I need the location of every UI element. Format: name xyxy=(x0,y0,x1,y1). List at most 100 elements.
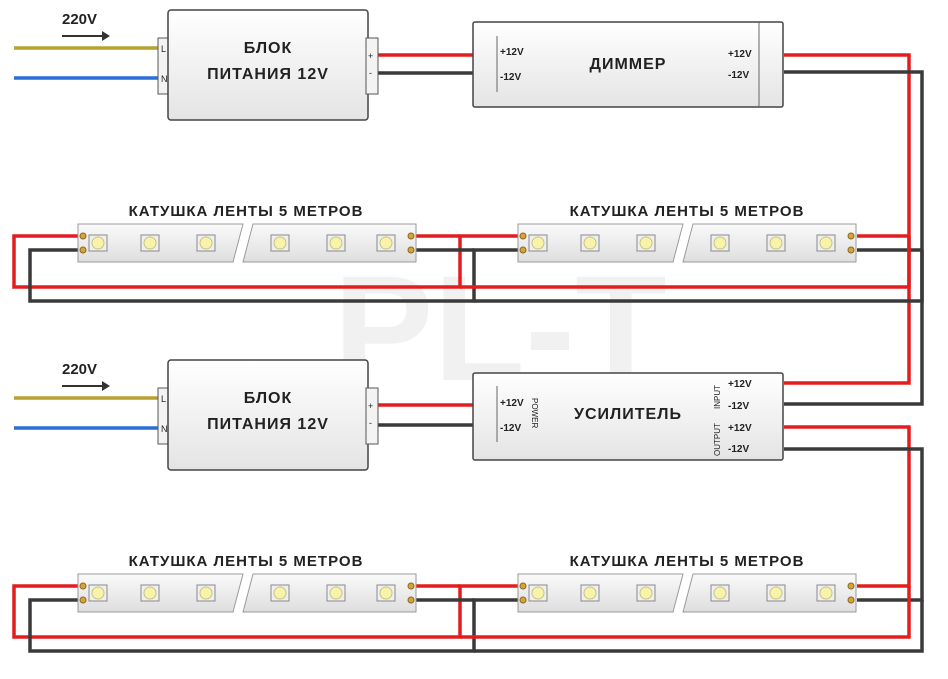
strip-row2-left-led-4 xyxy=(270,584,290,602)
dimmer-out-plus: +12V xyxy=(728,49,752,60)
terminal-plus: + xyxy=(368,401,373,411)
arrow-head-icon xyxy=(102,381,110,391)
row1-left-loop-negative xyxy=(28,248,518,303)
amp-input-minus: -12V xyxy=(728,401,749,412)
strip-row2-left-led-6 xyxy=(376,584,396,602)
power-supply-bottom: L N + - БЛОК ПИТАНИЯ 12V xyxy=(157,359,379,471)
row1-bus-positive xyxy=(460,236,911,289)
amp-input-plus: +12V xyxy=(728,379,752,390)
dimmer-out-negative xyxy=(784,70,924,406)
strip-row1-left-pad-plus-left xyxy=(79,232,87,240)
wires xyxy=(12,46,924,653)
strip-row2-right-led-6 xyxy=(816,584,836,602)
strip-row2-left-led-1 xyxy=(88,584,108,602)
strip-row2-right-led-4 xyxy=(710,584,730,602)
strip-row1-right-led-4 xyxy=(710,234,730,252)
amp-out-negative xyxy=(784,447,924,602)
terminal-n: N xyxy=(161,424,168,434)
strip-label-row1-right: КАТУШКА ЛЕНТЫ 5 МЕТРОВ xyxy=(570,203,805,220)
strip-row1-right-pad-plus-right xyxy=(847,232,855,240)
terminal-plus: + xyxy=(368,51,373,61)
amp-power-plus: +12V xyxy=(500,398,524,409)
terminal-minus: - xyxy=(369,68,372,78)
strip-row1-right-segment-1 xyxy=(517,223,684,263)
mains-label-bottom: 220V xyxy=(62,361,110,391)
amp-output-minus: -12V xyxy=(728,444,749,455)
strip-row2-left-pad-plus-right xyxy=(407,582,415,590)
led-strips xyxy=(77,223,857,613)
strip-row2-left-pad-plus-left xyxy=(79,582,87,590)
strip-label-row2-right: КАТУШКА ЛЕНТЫ 5 МЕТРОВ xyxy=(570,553,805,570)
strip-label-row2-left: КАТУШКА ЛЕНТЫ 5 МЕТРОВ xyxy=(129,553,364,570)
amplifier: +12V -12V POWER УСИЛИТЕЛЬ INPUT OUTPUT +… xyxy=(472,372,784,461)
strip-row2-left-led-2 xyxy=(140,584,160,602)
psu-title-line2: ПИТАНИЯ 12V xyxy=(207,66,329,83)
strip-row2-left-pad-minus-left xyxy=(79,596,87,604)
psu-title-line1: БЛОК xyxy=(244,40,293,57)
power-supply-top: L N + - БЛОК ПИТАНИЯ 12V xyxy=(157,9,379,121)
row2-left-loop-positive xyxy=(12,584,518,639)
strip-row2-right-pad-minus-left xyxy=(519,596,527,604)
mains-voltage-label: 220V xyxy=(62,361,97,378)
strip-row1-right-led-5 xyxy=(766,234,786,252)
dimmer-title: ДИММЕР xyxy=(590,56,667,73)
amp-input-label: INPUT xyxy=(713,385,722,409)
mains-label-top: 220V xyxy=(62,11,110,41)
strip-row2-right-pad-plus-left xyxy=(519,582,527,590)
strip-row1-left-led-1 xyxy=(88,234,108,252)
terminal-n: N xyxy=(161,74,168,84)
strip-row1-left-led-2 xyxy=(140,234,160,252)
mains-voltage-label: 220V xyxy=(62,11,97,28)
strip-row1-right-led-1 xyxy=(528,234,548,252)
psu-title-line1: БЛОК xyxy=(244,390,293,407)
row2-bus-negative xyxy=(474,600,924,653)
strip-row2-left-led-3 xyxy=(196,584,216,602)
strip-row1-left-led-5 xyxy=(326,234,346,252)
row1-left-loop-positive xyxy=(12,234,518,289)
terminal-l: L xyxy=(161,44,166,54)
strip-row2-right-led-1 xyxy=(528,584,548,602)
arrow-head-icon xyxy=(102,31,110,41)
row1-bus-negative xyxy=(474,250,924,303)
dimmer-out-positive xyxy=(784,53,911,385)
strip-row2-left-pad-minus-right xyxy=(407,596,415,604)
terminal-minus: - xyxy=(369,418,372,428)
amp-output-plus: +12V xyxy=(728,423,752,434)
strip-row1-right-led-3 xyxy=(636,234,656,252)
dimmer-out-minus: -12V xyxy=(728,70,749,81)
strip-row2-right-led-3 xyxy=(636,584,656,602)
strip-row1-left-led-3 xyxy=(196,234,216,252)
strip-row1-left-pad-minus-left xyxy=(79,246,87,254)
amp-output-label: OUTPUT xyxy=(713,423,722,456)
strip-row1-left-led-6 xyxy=(376,234,396,252)
row2-left-loop-negative xyxy=(28,598,518,653)
strip-row1-left-led-4 xyxy=(270,234,290,252)
strip-row1-left-pad-plus-right xyxy=(407,232,415,240)
amp-out-positive xyxy=(784,425,911,588)
strip-row2-right-pad-minus-right xyxy=(847,596,855,604)
amp-power-label: POWER xyxy=(530,398,539,428)
strip-row1-left-pad-minus-right xyxy=(407,246,415,254)
strip-label-row1-left: КАТУШКА ЛЕНТЫ 5 МЕТРОВ xyxy=(129,203,364,220)
strip-row1-right-led-6 xyxy=(816,234,836,252)
strip-row2-left-led-5 xyxy=(326,584,346,602)
psu-title-line2: ПИТАНИЯ 12V xyxy=(207,416,329,433)
strip-row2-right-led-2 xyxy=(580,584,600,602)
amp-power-minus: -12V xyxy=(500,423,521,434)
strip-row1-right-led-2 xyxy=(580,234,600,252)
dimmer: +12V -12V ДИММЕР +12V -12V xyxy=(472,21,784,108)
terminal-l: L xyxy=(161,394,166,404)
strip-row1-right-pad-minus-left xyxy=(519,246,527,254)
amp-title: УСИЛИТЕЛЬ xyxy=(574,406,682,423)
strip-row2-right-segment-1 xyxy=(517,573,684,613)
strip-row1-left-segment-1 xyxy=(77,223,244,263)
row2-bus-positive xyxy=(460,586,911,639)
strip-row2-right-pad-plus-right xyxy=(847,582,855,590)
dimmer-in-minus: -12V xyxy=(500,72,521,83)
strip-row1-right-pad-plus-left xyxy=(519,232,527,240)
dimmer-in-plus: +12V xyxy=(500,47,524,58)
strip-row2-right-led-5 xyxy=(766,584,786,602)
strip-row2-left-segment-1 xyxy=(77,573,244,613)
strip-row1-right-pad-minus-right xyxy=(847,246,855,254)
